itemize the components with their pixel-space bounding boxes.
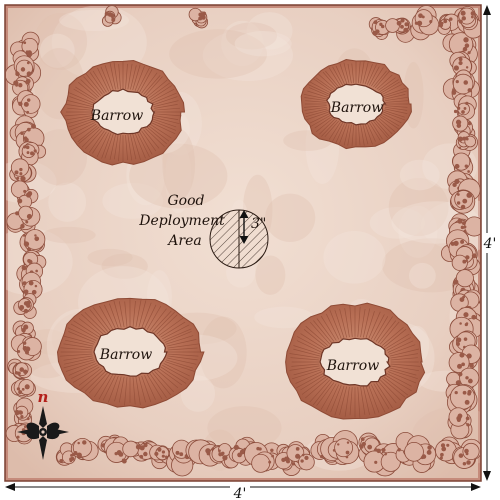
radius-arrow — [239, 210, 249, 244]
width-dimension-arrow — [5, 482, 481, 498]
barrow-label: Barrow — [99, 347, 152, 363]
barrow-hill — [285, 302, 426, 420]
height-label: 4' — [483, 236, 497, 252]
deployment-label-line2: Deployment — [138, 213, 225, 229]
barrow-label: Barrow — [326, 358, 379, 374]
radius-label: 3" — [251, 216, 266, 232]
barrow-label: Barrow — [330, 100, 383, 116]
barrow-hill — [56, 297, 205, 409]
forest-edge — [6, 6, 480, 477]
deployment-label-line3: Area — [166, 233, 201, 249]
compass-north-label: n — [38, 388, 49, 406]
deployment-label-line1: Good — [167, 193, 204, 209]
barrow-label: Barrow — [90, 108, 143, 124]
compass-rose-icon — [17, 406, 69, 460]
barrow-hill — [60, 59, 186, 166]
deployment-area — [209, 209, 269, 269]
width-label: 4' — [233, 486, 247, 500]
barrow-hill — [300, 58, 412, 150]
height-dimension-arrow — [482, 5, 496, 481]
